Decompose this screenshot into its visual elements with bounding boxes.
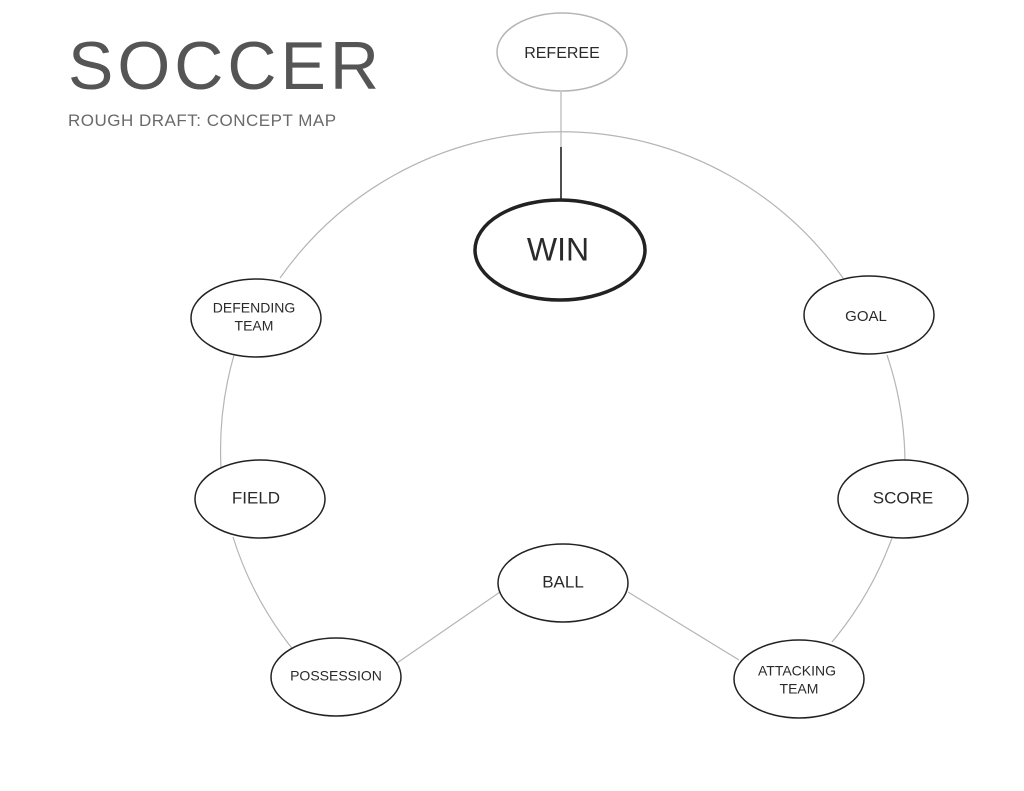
node-label-defending-team-line1: DEFENDING bbox=[213, 300, 295, 316]
node-defending-team[interactable]: DEFENDING TEAM bbox=[190, 278, 322, 358]
map-title: SOCCER bbox=[68, 28, 383, 104]
node-possession[interactable]: POSSESSION bbox=[270, 637, 402, 717]
node-win[interactable]: WIN bbox=[473, 198, 647, 302]
node-label-goal: GOAL bbox=[845, 308, 887, 325]
node-attacking-team[interactable]: ATTACKING TEAM bbox=[733, 639, 865, 719]
map-subtitle: ROUGH DRAFT: CONCEPT MAP bbox=[68, 111, 337, 130]
node-goal[interactable]: GOAL bbox=[803, 275, 935, 355]
node-field[interactable]: FIELD bbox=[194, 459, 326, 539]
connector-ball-attacking-team bbox=[627, 591, 740, 661]
ring-arc-left-upper bbox=[219, 354, 235, 469]
node-label-referee: REFEREE bbox=[524, 45, 600, 62]
ring-arc-left-lower bbox=[232, 536, 296, 653]
ring-arc-right-upper bbox=[886, 354, 906, 463]
node-label-win: WIN bbox=[527, 231, 589, 267]
node-label-attacking-team-line1: ATTACKING bbox=[758, 663, 836, 679]
node-label-score: SCORE bbox=[873, 488, 933, 507]
node-label-ball: BALL bbox=[542, 572, 584, 591]
node-label-attacking-team-line2: TEAM bbox=[780, 681, 819, 697]
node-referee[interactable]: REFEREE bbox=[496, 12, 628, 92]
node-score[interactable]: SCORE bbox=[837, 459, 969, 539]
node-label-defending-team-line2: TEAM bbox=[235, 318, 274, 334]
node-ball[interactable]: BALL bbox=[497, 543, 629, 623]
ring-arc-right-lower bbox=[831, 537, 893, 643]
node-label-field: FIELD bbox=[232, 488, 280, 507]
connector-ball-possession bbox=[396, 591, 501, 664]
connectors bbox=[219, 92, 906, 664]
node-label-possession: POSSESSION bbox=[290, 668, 382, 684]
